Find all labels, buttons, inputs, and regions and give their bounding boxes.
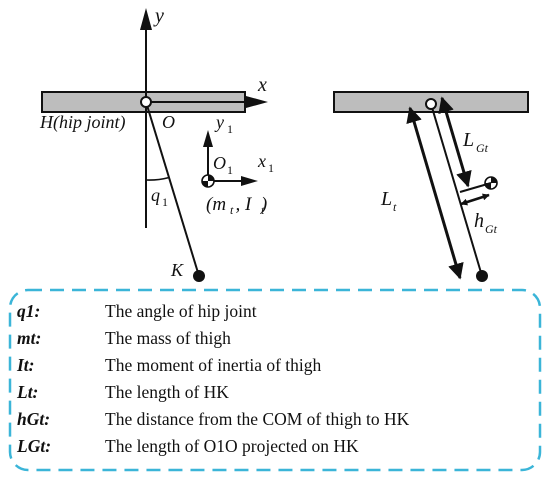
lt-subscript: t	[393, 200, 397, 214]
x-axis-arrowhead	[246, 96, 268, 108]
hgt-dimension-arrow	[460, 193, 490, 206]
left-diagram: y x H(hip joint) O q 1 y 1 x 1 O 1 (m , …	[39, 5, 274, 282]
legend-item-mt: mt: The mass of thigh	[17, 325, 527, 352]
x-axis-label: x	[257, 74, 267, 96]
legend-item-q1: q1: The angle of hip joint	[17, 298, 527, 325]
legend-description: The mass of thigh	[105, 328, 231, 348]
mass-subscript: t	[230, 203, 234, 217]
legend-symbol: mt:	[17, 328, 42, 348]
angle-label: q	[151, 185, 160, 205]
x1-label: x	[257, 151, 266, 171]
com-perpendicular	[459, 182, 492, 193]
y1-axis-arrowhead	[203, 130, 213, 147]
right-hip-joint-marker	[425, 98, 437, 110]
o1-label: O	[213, 153, 226, 173]
legend-item-it: It: The moment of inertia of thigh	[17, 352, 527, 379]
angle-arc	[145, 176, 169, 181]
legend-symbol: Lt:	[17, 382, 39, 402]
legend-symbol: q1:	[17, 301, 41, 321]
hgt-label: h	[474, 210, 484, 232]
lt-label: L	[380, 188, 392, 210]
right-knee-joint-marker	[476, 270, 488, 282]
right-thigh-link	[430, 103, 483, 277]
legend-symbol: LGt:	[17, 436, 52, 456]
legend-box	[8, 288, 542, 472]
y1-subscript: 1	[227, 122, 233, 136]
legend-description: The length of HK	[105, 382, 229, 402]
origin-label: O	[162, 112, 175, 132]
legend-item-lgt: LGt: The length of O1O projected on HK	[17, 433, 527, 460]
right-com-marker	[484, 176, 498, 190]
o1-subscript: 1	[227, 163, 233, 177]
knee-joint-marker	[193, 270, 205, 282]
com-marker	[201, 174, 215, 188]
right-diagram: L t L Gt h Gt	[333, 91, 529, 282]
thigh-link	[145, 101, 200, 277]
lt-dimension-arrow	[406, 106, 464, 280]
x1-axis-arrowhead	[241, 176, 258, 186]
legend-symbol: hGt:	[17, 409, 51, 429]
angle-subscript: 1	[162, 195, 168, 209]
y1-label: y	[214, 112, 224, 132]
inertia-subscript: t	[261, 203, 265, 217]
legend-symbol: It:	[17, 355, 35, 375]
hip-joint-marker	[140, 96, 152, 108]
y-axis-label: y	[153, 5, 164, 27]
legend-item-lt: Lt: The length of HK	[17, 379, 527, 406]
lgt-subscript: Gt	[476, 141, 489, 155]
x1-subscript: 1	[268, 161, 274, 175]
mass-inertia-label: (m , I )	[206, 194, 267, 215]
lgt-dimension-arrow	[438, 96, 472, 188]
legend-description: The moment of inertia of thigh	[105, 355, 322, 375]
legend-description: The length of O1O projected on HK	[105, 436, 359, 456]
legend-description: The angle of hip joint	[105, 301, 257, 321]
y-axis-arrowhead	[140, 8, 152, 30]
legend-item-hgt: hGt: The distance from the COM of thigh …	[17, 406, 527, 433]
lgt-label: L	[462, 129, 474, 151]
hgt-subscript: Gt	[485, 222, 498, 236]
legend-description: The distance from the COM of thigh to HK	[105, 409, 410, 429]
legend-list: q1: The angle of hip joint mt: The mass …	[17, 298, 527, 460]
knee-label: K	[170, 260, 184, 280]
hip-label: H(hip joint)	[39, 112, 126, 133]
